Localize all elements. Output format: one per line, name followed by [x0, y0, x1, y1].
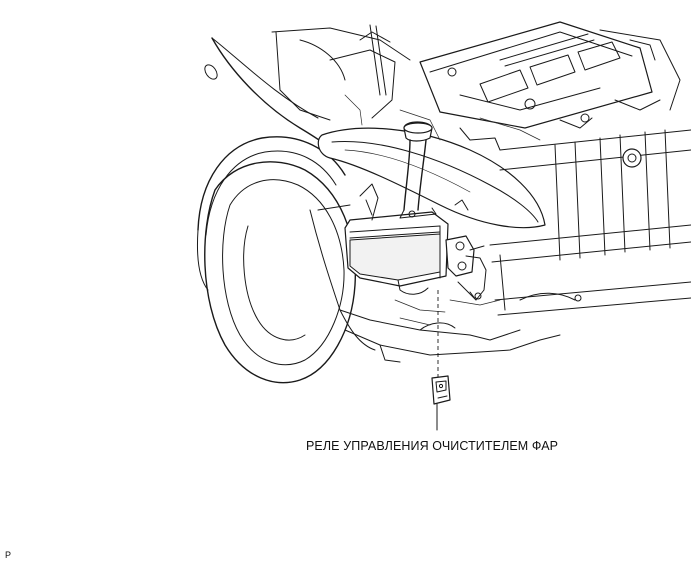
relay-callout-label: РЕЛЕ УПРАВЛЕНИЯ ОЧИСТИТЕЛЕМ ФАР: [306, 439, 559, 453]
headlight-cleaner-relay: [431, 375, 451, 405]
car-body-outline: [197, 37, 346, 291]
washer-reservoir: [344, 121, 487, 301]
bumper-lower-structure: [309, 204, 691, 363]
corner-mark: P: [5, 550, 12, 560]
relay-leader: [436, 290, 439, 431]
front-tire: [204, 161, 357, 384]
engine-components: [271, 21, 691, 261]
